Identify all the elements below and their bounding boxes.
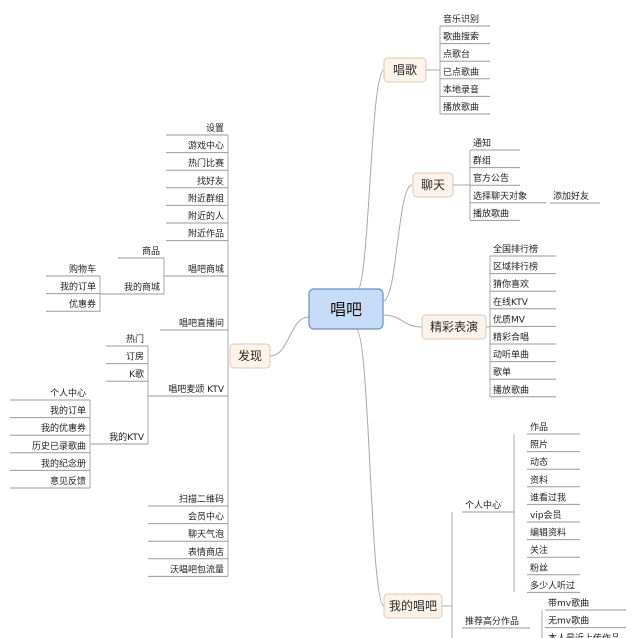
perform-item-1: 区域排行榜 — [493, 261, 538, 273]
chat-item-2: 官方公告 — [473, 172, 509, 184]
root-to-perform-connector — [382, 314, 423, 328]
discover-top-item-2: 热门比赛 — [188, 157, 224, 169]
root-to-chat-connector — [382, 184, 413, 302]
chat-item-1: 群组 — [473, 155, 491, 167]
my-ktv-item-2: 我的优惠券 — [41, 422, 86, 434]
mine-center-item-3: 资料 — [530, 474, 548, 486]
ktv-item-0: 热门 — [126, 333, 144, 345]
mall-goods: 商品 — [142, 245, 160, 257]
discover-bottom-item-1: 会员中心 — [188, 511, 224, 523]
discover-bottom-item-3: 表情商店 — [188, 546, 224, 558]
perform-item-7: 歌单 — [493, 366, 511, 378]
perform-item-8: 播放歌曲 — [493, 384, 529, 396]
root-to-sing-connector — [355, 69, 385, 294]
sing-item-0: 音乐识别 — [443, 13, 479, 25]
chat-item-3: 选择聊天对象 — [473, 190, 527, 202]
chat-item-4: 播放歌曲 — [473, 207, 509, 219]
my-ktv-item-0: 个人中心 — [50, 387, 86, 399]
mine-rec-item-2: 本人最近上传作品 — [548, 632, 620, 638]
discover-top-item-6: 附近作品 — [188, 228, 224, 240]
mine-center-item-2: 动态 — [530, 456, 548, 468]
chat-item-0: 通知 — [473, 137, 491, 149]
my-ktv-item-4: 我的纪念册 — [41, 457, 86, 469]
discover-top-item-1: 游戏中心 — [188, 140, 224, 152]
mine-rec-item-0: 带mv歌曲 — [548, 597, 589, 609]
perform-item-5: 精彩合唱 — [493, 331, 529, 343]
branch-sing: 唱歌 — [393, 62, 417, 77]
my-ktv-item-3: 历史已录歌曲 — [32, 440, 86, 452]
branch-mine: 我的唱吧 — [389, 598, 437, 613]
mine-center-item-5: vip会员 — [530, 509, 562, 521]
discover-bottom-item-4: 沃唱吧包流量 — [170, 563, 224, 575]
discover-live: 唱吧直播间 — [179, 317, 224, 329]
mine-center: 个人中心 — [465, 499, 501, 511]
chat-sub-item: 添加好友 — [553, 190, 589, 202]
branch-discover-box[interactable] — [229, 343, 271, 369]
my-ktv-item-5: 意见反馈 — [50, 475, 86, 487]
root-node-label: 唱吧 — [330, 300, 362, 319]
perform-item-3: 在线KTV — [493, 296, 529, 308]
mall-my-mall: 我的商城 — [124, 281, 160, 293]
ktv-item-2: K歌 — [129, 368, 144, 380]
root-node-box[interactable] — [308, 288, 384, 330]
sing-item-4: 本地录音 — [443, 83, 479, 95]
my-mall-item-2: 优惠券 — [69, 298, 96, 310]
root-to-discover-connector — [269, 316, 310, 357]
perform-item-0: 全国排行榜 — [493, 243, 538, 255]
sing-item-5: 播放歌曲 — [443, 101, 479, 113]
mine-center-item-9: 多少人听过 — [530, 579, 575, 591]
discover-top-item-4: 附近群组 — [188, 192, 224, 204]
my-mall-item-1: 我的订单 — [60, 281, 96, 293]
discover-top-item-5: 附近的人 — [188, 210, 224, 222]
sing-item-3: 已点歌曲 — [443, 66, 479, 78]
perform-item-4: 优质MV — [493, 313, 526, 325]
mine-center-item-0: 作品 — [530, 421, 548, 433]
perform-item-2: 猜你喜欢 — [493, 278, 529, 290]
mine-center-item-1: 照片 — [530, 439, 548, 451]
mine-center-item-4: 谁看过我 — [530, 491, 566, 503]
my-ktv-item-1: 我的订单 — [50, 405, 86, 417]
discover-top-item-0: 设置 — [206, 123, 224, 134]
root-to-mine-connector — [355, 328, 385, 607]
branch-perform: 精彩表演 — [430, 319, 478, 334]
mine-rec: 推荐高分作品 — [465, 615, 519, 627]
discover-bottom-item-2: 聊天气泡 — [188, 528, 224, 540]
ktv-my-ktv: 我的KTV — [109, 431, 145, 443]
branch-discover: 发现 — [238, 348, 262, 363]
sing-item-1: 歌曲搜索 — [443, 31, 479, 43]
sing-item-2: 点歌台 — [443, 48, 470, 60]
mine-center-item-6: 编辑资料 — [530, 527, 566, 539]
perform-item-6: 动听单曲 — [493, 349, 529, 361]
discover-ktv: 唱吧麦颂 KTV — [168, 383, 225, 395]
ktv-item-1: 订房 — [126, 351, 144, 363]
mine-center-item-7: 关注 — [530, 544, 548, 556]
discover-mall: 唱吧商城 — [188, 263, 224, 275]
branch-chat: 聊天 — [421, 178, 445, 192]
discover-bottom-item-0: 扫描二维码 — [179, 493, 224, 505]
mine-rec-item-1: 无mv歌曲 — [548, 615, 589, 627]
my-mall-item-0: 购物车 — [69, 263, 96, 275]
discover-top-item-3: 找好友 — [197, 175, 224, 187]
mine-center-item-8: 粉丝 — [530, 562, 548, 574]
